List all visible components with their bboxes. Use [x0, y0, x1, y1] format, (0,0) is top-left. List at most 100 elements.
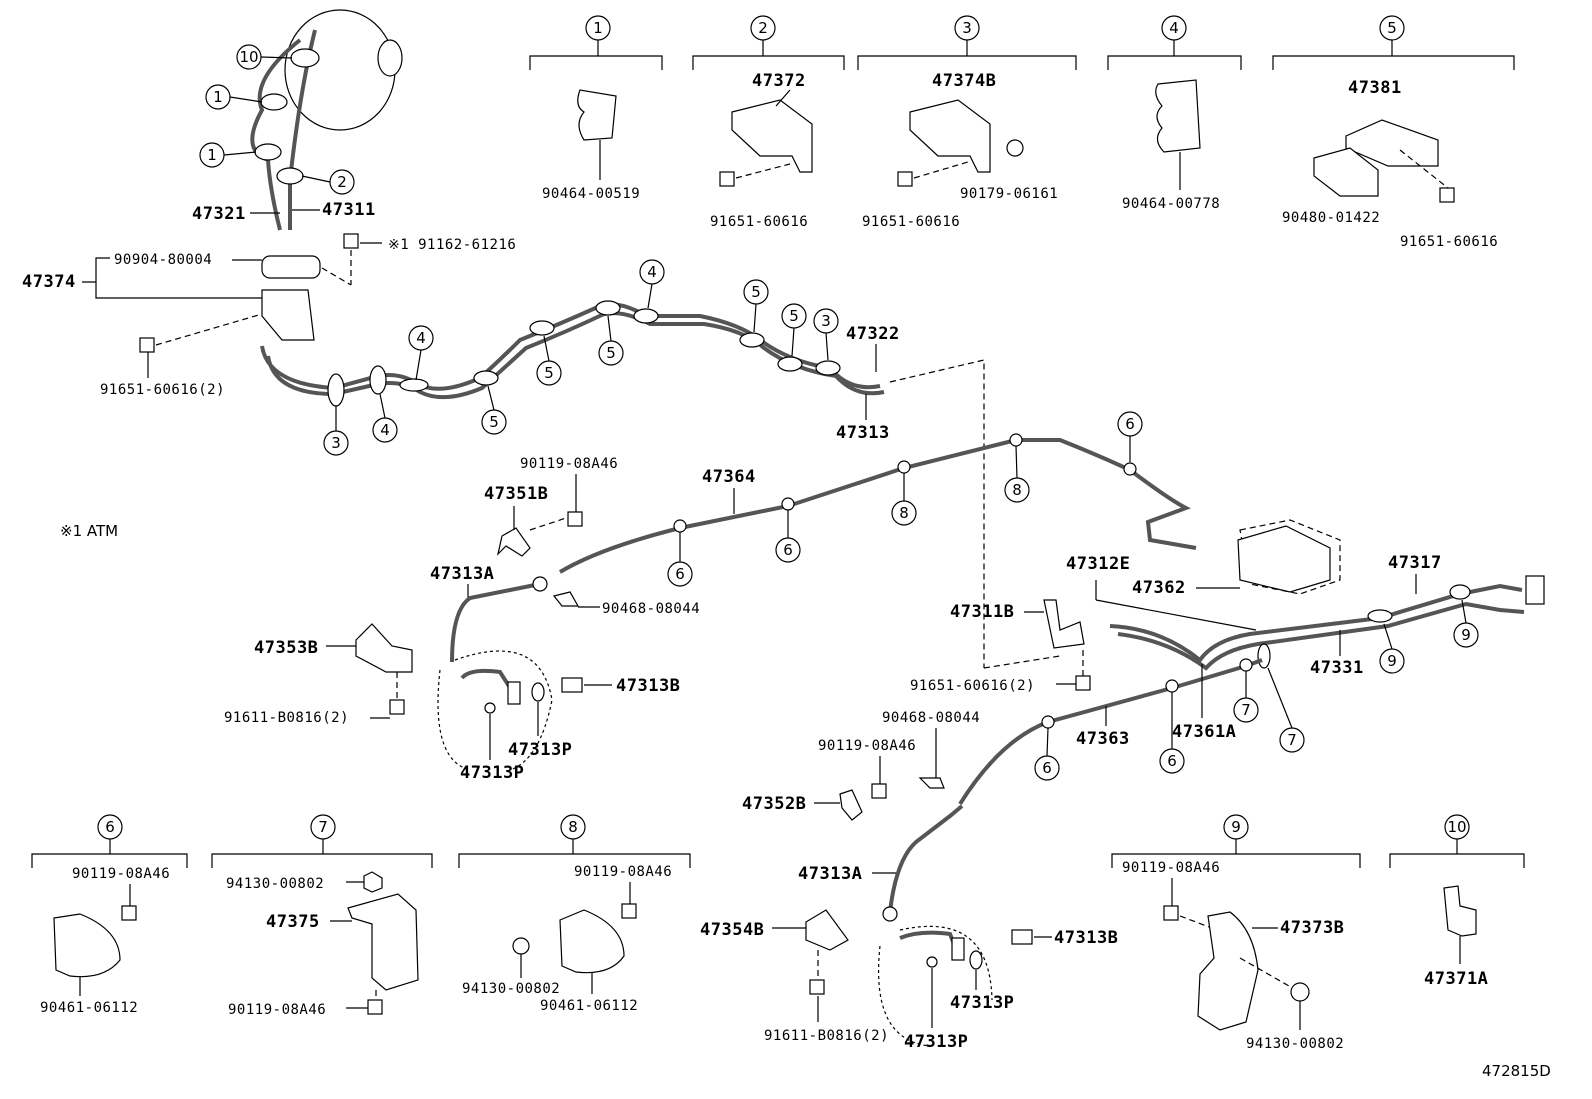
nut-icon [1006, 139, 1024, 157]
part-label: 90464-00519 [542, 186, 640, 202]
part-label-47317: 47317 [1388, 553, 1442, 573]
callout-8: 8 [1012, 481, 1022, 499]
bracket-icon [355, 623, 413, 673]
callout-3: 3 [821, 312, 831, 330]
part-label-47351B: 47351B [484, 484, 548, 504]
master-cylinder-assembly [250, 9, 403, 231]
part-label-90904: 90904-80004 [114, 252, 212, 268]
bolt-icon [561, 677, 583, 693]
callout-1: 1 [593, 19, 603, 37]
clamp-2-icon [731, 99, 813, 173]
part-label-47363: 47363 [1076, 729, 1130, 749]
part-label: 90119-08A46 [1122, 860, 1220, 876]
part-label: 94130-00802 [462, 981, 560, 997]
part-label-47331: 47331 [1310, 658, 1364, 678]
part-label: 90119-08A46 [228, 1002, 326, 1018]
part-label-91651-2: 91651-60616(2) [910, 678, 1035, 694]
bolt-icon [367, 999, 383, 1015]
part-label-47364: 47364 [702, 467, 756, 487]
bracket-icon [1043, 599, 1085, 649]
clip-icon [552, 591, 580, 607]
bolt-icon [871, 783, 887, 799]
part-label-91162: ※1 91162-61216 [388, 237, 516, 253]
nut-icon [512, 937, 530, 955]
callout-10: 10 [239, 48, 258, 66]
callout-1: 1 [213, 88, 223, 106]
part-label: 94130-00802 [1246, 1036, 1344, 1052]
part-label: 90480-01422 [1282, 210, 1380, 226]
clamp-1-icon [577, 89, 617, 141]
callout-6: 6 [1167, 752, 1177, 770]
group-header-3: 3 47374B 91651-60616 90179-06161 [857, 15, 1077, 230]
callout-6: 6 [1125, 415, 1135, 433]
callout-5: 5 [789, 307, 799, 325]
bolt-icon [389, 699, 405, 715]
nut-icon [1290, 982, 1310, 1002]
part-label-47313P: 47313P [460, 763, 524, 783]
bracket-icon [261, 289, 315, 341]
actuator-icon [1237, 525, 1331, 593]
callout-10: 10 [1447, 818, 1466, 836]
bolt-icon [1011, 929, 1033, 945]
group-header-1: 1 90464-00519 [529, 15, 663, 202]
callout-2: 2 [337, 173, 347, 191]
clamp-8-icon [559, 909, 625, 974]
callout-8: 8 [899, 504, 909, 522]
part-label: 94130-00802 [226, 876, 324, 892]
part-label-47313B-b: 47313B [1054, 928, 1118, 948]
hose-end-icon [1525, 575, 1545, 605]
group-header-4: 4 90464-00778 [1107, 15, 1242, 212]
part-label: 90461-06112 [40, 1000, 138, 1016]
clip-icon [918, 777, 945, 789]
callout-5: 5 [1387, 19, 1397, 37]
group-header-2: 2 47372 91651-60616 [692, 15, 845, 230]
group-header-9: 9 90119-08A46 47373B 94130-00802 [1111, 814, 1361, 1052]
part-label-47311: 47311 [322, 200, 376, 220]
bracket-5-icon [1345, 119, 1439, 167]
grommet-icon [261, 255, 321, 279]
part-label-90468: 90468-08044 [602, 601, 700, 617]
part-label: 47371A [1424, 969, 1488, 989]
part-label-47313P-c: 47313P [904, 1032, 968, 1052]
callout-1: 1 [207, 146, 217, 164]
group-header-7: 7 94130-00802 47375 90119-08A46 [211, 814, 433, 1018]
bolt-icon [121, 905, 137, 921]
callout-4: 4 [380, 421, 390, 439]
group-header-10: 10 47371A [1389, 814, 1525, 989]
part-label-47374: 47374 [22, 272, 76, 292]
part-label: 90119-08A46 [72, 866, 170, 882]
part-label: 90179-06161 [960, 186, 1058, 202]
clamp-6-icon [53, 913, 121, 978]
callout-8: 8 [568, 818, 578, 836]
bolt-icon [1075, 675, 1091, 691]
part-label-47313: 47313 [836, 423, 890, 443]
part-label-90119: 90119-08A46 [520, 456, 618, 472]
callout-5: 5 [544, 364, 554, 382]
callout-4: 4 [416, 329, 426, 347]
bolt-icon [343, 233, 359, 249]
part-label-47362: 47362 [1132, 578, 1186, 598]
clamp-4-icon [1155, 79, 1201, 153]
group-header-6: 6 90119-08A46 90461-06112 [31, 814, 188, 1016]
part-label-47354B: 47354B [700, 920, 764, 940]
part-label: 47374B [932, 71, 996, 91]
part-label-47352B: 47352B [742, 794, 806, 814]
part-label-47313A: 47313A [430, 564, 494, 584]
callout-2: 2 [758, 19, 768, 37]
part-label-91611-b: 91611-B0816(2) [764, 1028, 889, 1044]
callout-9: 9 [1387, 652, 1397, 670]
part-label-47313A-b: 47313A [798, 864, 862, 884]
callout-4: 4 [647, 263, 657, 281]
callout-6: 6 [783, 541, 793, 559]
part-label-47353B: 47353B [254, 638, 318, 658]
part-label: 91651-60616 [862, 214, 960, 230]
group-header-5: 5 47381 90480-01422 91651-60616 [1272, 15, 1515, 250]
part-label: 90119-08A46 [574, 864, 672, 880]
part-label: 47373B [1280, 918, 1344, 938]
part-label: 90461-06112 [540, 998, 638, 1014]
bracket-icon [839, 789, 863, 821]
diagram-id: 472815D [1482, 1062, 1551, 1080]
part-label-47312E: 47312E [1066, 554, 1130, 574]
part-label-91651-2: 91651-60616(2) [100, 382, 225, 398]
